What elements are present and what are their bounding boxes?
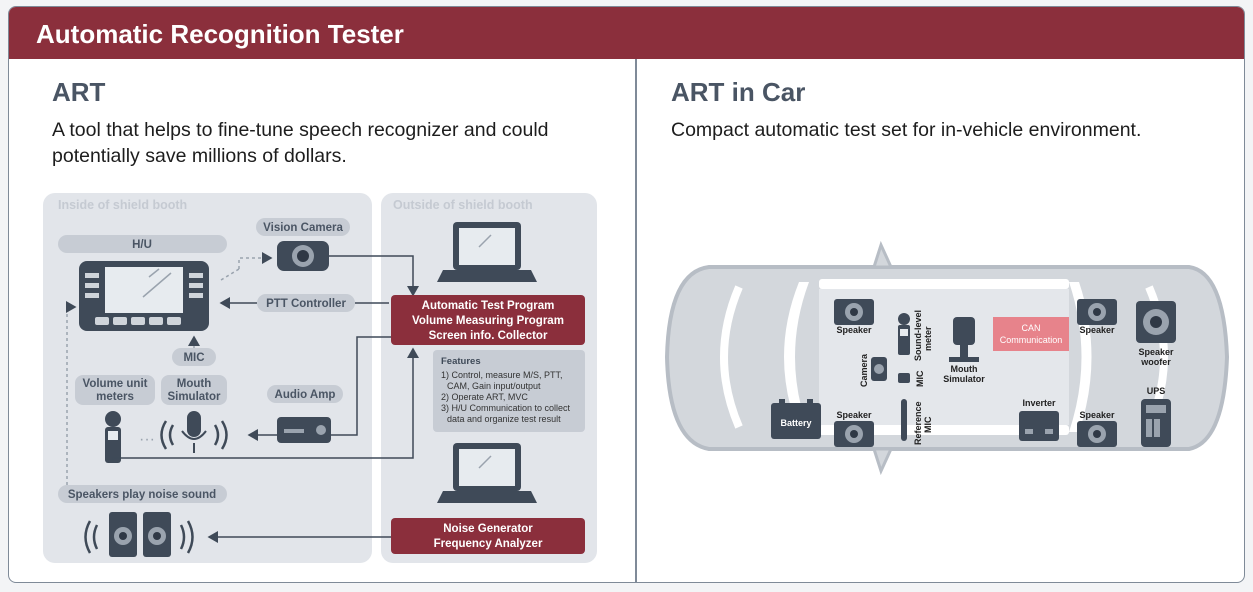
- inside-booth-label: Inside of shield booth: [58, 198, 187, 212]
- speaker-rear-left-label: Speaker: [836, 410, 872, 420]
- audio-amp-pill: [267, 385, 343, 403]
- reference-mic-label-2: MIC: [923, 416, 933, 433]
- speaker-front-right-label: Speaker: [1079, 325, 1115, 335]
- vision-camera-label: Vision Camera: [263, 222, 343, 234]
- feature-1b: CAM, Gain input/output: [447, 381, 541, 391]
- sound-waves-icon: ···: [139, 431, 155, 448]
- feature-3a: 3) H/U Communication to collect: [441, 403, 571, 413]
- can-label-2: Communication: [1000, 335, 1063, 345]
- car-diagram: Speaker Speaker Speaker Speaker Camera: [664, 240, 1230, 476]
- hu-label: H/U: [132, 239, 152, 251]
- mirror-left-shape: [871, 240, 894, 269]
- mouth-simulator-label-2: Simulator: [167, 391, 221, 403]
- volume-meters-label-1: Volume unit: [83, 378, 148, 390]
- vision-camera-pill: [256, 218, 350, 236]
- speaker-front-left-label: Speaker: [836, 325, 872, 335]
- mouth-simulator-label-1: Mouth: [177, 378, 211, 390]
- features-title: Features: [441, 356, 481, 367]
- program-line-2: Volume Measuring Program: [412, 315, 564, 327]
- speaker-rear-right-icon: [1077, 421, 1117, 447]
- noise-generator-box: [391, 518, 585, 554]
- mic-pill: [172, 348, 216, 366]
- outside-booth-label: Outside of shield booth: [393, 198, 533, 212]
- panel-divider: [635, 59, 637, 582]
- speaker-rear-left-icon: [834, 421, 874, 447]
- speaker-rear-right-label: Speaker: [1079, 410, 1115, 420]
- roof-rail-bottom-shape: [819, 425, 1069, 435]
- reference-mic-icon: [901, 399, 907, 441]
- speaker-front-left-icon: [834, 299, 874, 325]
- sound-level-label-2: meter: [923, 326, 933, 351]
- sound-level-label-1: Sound-level: [913, 310, 923, 361]
- mouth-simulator-car-label-2: Simulator: [943, 374, 985, 384]
- speaker-front-right-icon: [1077, 299, 1117, 325]
- program-line-1: Automatic Test Program: [422, 300, 555, 312]
- mic-car-icon: [898, 373, 910, 383]
- ups-icon: [1141, 399, 1171, 447]
- can-communication-box: [993, 317, 1069, 351]
- audio-amp-icon: [277, 417, 331, 443]
- speakers-noise-label: Speakers play noise sound: [68, 489, 216, 501]
- noise-generator-line-1: Noise Generator: [443, 523, 533, 535]
- program-line-3: Screen info. Collector: [429, 330, 548, 342]
- noise-speakers-icon: [84, 512, 194, 557]
- art-in-car-title: ART in Car: [671, 77, 806, 107]
- feature-1a: 1) Control, measure M/S, PTT,: [441, 370, 563, 380]
- banner-title: Automatic Recognition Tester: [36, 19, 404, 49]
- battery-label: Battery: [780, 418, 811, 428]
- art-in-car-description: Compact automatic test set for in-vehicl…: [671, 119, 1142, 141]
- volume-meters-label-2: meters: [96, 391, 134, 403]
- audio-amp-label: Audio Amp: [275, 389, 336, 401]
- sound-level-meter-icon: [105, 411, 121, 463]
- volume-meters-pill: [75, 375, 155, 405]
- woofer-label-2: woofer: [1140, 357, 1171, 367]
- vision-camera-icon: [277, 241, 329, 271]
- laptop-icon-top: [437, 222, 537, 282]
- camera-label: Camera: [859, 353, 869, 387]
- inverter-label: Inverter: [1022, 398, 1056, 408]
- hood-line-shape: [720, 285, 743, 429]
- speaker-woofer-icon: [1136, 301, 1176, 343]
- mic-label: MIC: [183, 352, 204, 364]
- camera-icon: [871, 357, 887, 381]
- noise-generator-line-2: Frequency Analyzer: [434, 538, 543, 550]
- mic-car-label: MIC: [915, 370, 925, 387]
- mirror-right-shape: [871, 447, 894, 476]
- woofer-label-1: Speaker: [1138, 347, 1174, 357]
- art-description-line1: A tool that helps to fine-tune speech re…: [52, 119, 549, 141]
- feature-2: 2) Operate ART, MVC: [441, 392, 528, 402]
- feature-3b: data and organize test result: [447, 414, 561, 424]
- inverter-icon: [1019, 411, 1059, 441]
- hu-label-pill: [58, 235, 227, 253]
- can-label-1: CAN: [1021, 323, 1040, 333]
- roof-rail-top-shape: [819, 279, 1069, 289]
- art-description-line2: potentially save millions of dollars.: [52, 145, 347, 167]
- laptop-icon-bottom: [437, 443, 537, 503]
- features-box: [433, 350, 585, 432]
- battery-icon: [771, 399, 821, 439]
- title-banner: Automatic Recognition Tester: [9, 7, 1244, 59]
- ups-label: UPS: [1147, 386, 1166, 396]
- windshield-shape: [784, 282, 809, 432]
- art-title: ART: [52, 77, 106, 107]
- speakers-noise-pill: [58, 485, 227, 503]
- art-system-diagram: Inside of shield booth Outside of shield…: [43, 193, 597, 563]
- reference-mic-label-1: Reference: [913, 401, 923, 445]
- head-unit-icon: [79, 261, 209, 331]
- automatic-test-program-box: [391, 295, 585, 345]
- mouth-simulator-pill: [161, 375, 227, 405]
- mouth-simulator-mic-icon: [160, 411, 228, 453]
- ptt-controller-label: PTT Controller: [266, 298, 346, 310]
- sound-level-meter-car-icon: [898, 313, 910, 355]
- infographic-frame: Automatic Recognition Tester ART A tool …: [8, 6, 1245, 583]
- mouth-simulator-car-icon: [949, 317, 979, 362]
- mouth-simulator-car-label-1: Mouth: [951, 364, 978, 374]
- ptt-controller-pill: [257, 294, 355, 312]
